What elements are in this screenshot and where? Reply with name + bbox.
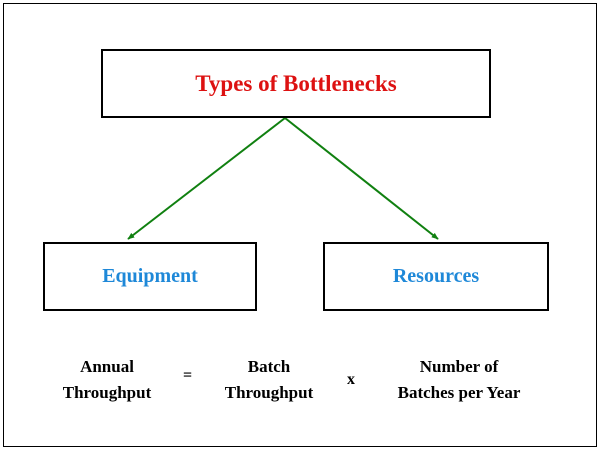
batches-per-year-term: Number of Batches per Year (370, 354, 548, 406)
term2-line2: Throughput (224, 383, 314, 402)
resources-node: Resources (323, 242, 549, 311)
term3-line1: Number of (419, 357, 499, 376)
term2-line1: Batch (247, 357, 291, 376)
title-box: Types of Bottlenecks (101, 49, 491, 118)
term1-line1: Annual (80, 357, 134, 376)
equipment-label: Equipment (102, 265, 198, 287)
term1-line2: Throughput (62, 383, 152, 402)
arrow-to-equipment (127, 117, 286, 240)
batch-throughput-term: Batch Throughput (204, 354, 334, 406)
equipment-node: Equipment (43, 242, 257, 311)
multiply-sign: x (347, 371, 355, 388)
annual-throughput-term: Annual Throughput (40, 354, 174, 406)
diagram-title: Types of Bottlenecks (195, 70, 397, 96)
outer-frame (3, 3, 597, 447)
arrow-to-resources (284, 117, 439, 240)
resources-label: Resources (392, 265, 480, 287)
term3-line2: Batches per Year (397, 383, 521, 402)
equals-sign: = (183, 367, 193, 384)
